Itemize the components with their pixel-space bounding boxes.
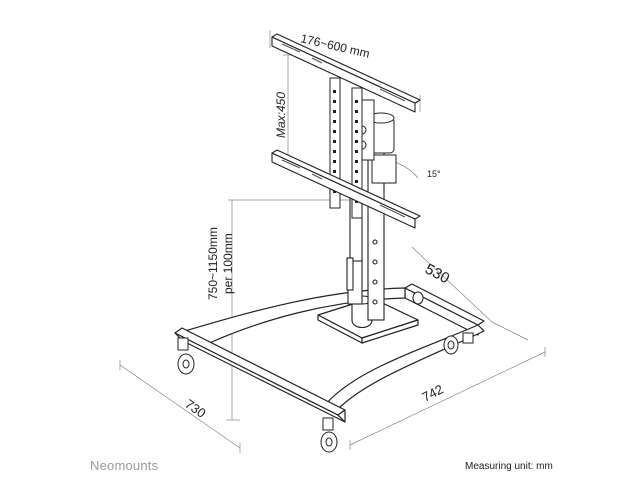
brand-logo-text: Neomounts <box>90 458 159 473</box>
height-step-label: per 100mm <box>221 233 235 294</box>
depth-label: 530 <box>422 261 452 288</box>
vesa-height-label: Max:450 <box>274 92 288 138</box>
vesa-horizontal-arms <box>271 33 421 229</box>
caster-left <box>177 337 195 375</box>
caster-rear <box>412 291 424 305</box>
caster-wheels <box>177 291 474 453</box>
caster-right <box>443 332 474 355</box>
vesa-arm-slots <box>281 43 406 218</box>
caster-front <box>320 417 338 453</box>
base-depth-label: 730 <box>182 396 208 421</box>
tilt-head <box>357 99 397 184</box>
measuring-unit-note: Measuring unit: mm <box>465 461 553 472</box>
tilt-label: 15° <box>427 169 441 179</box>
base-frame <box>174 283 485 423</box>
height-range-label: 750~1150mm <box>206 227 220 300</box>
